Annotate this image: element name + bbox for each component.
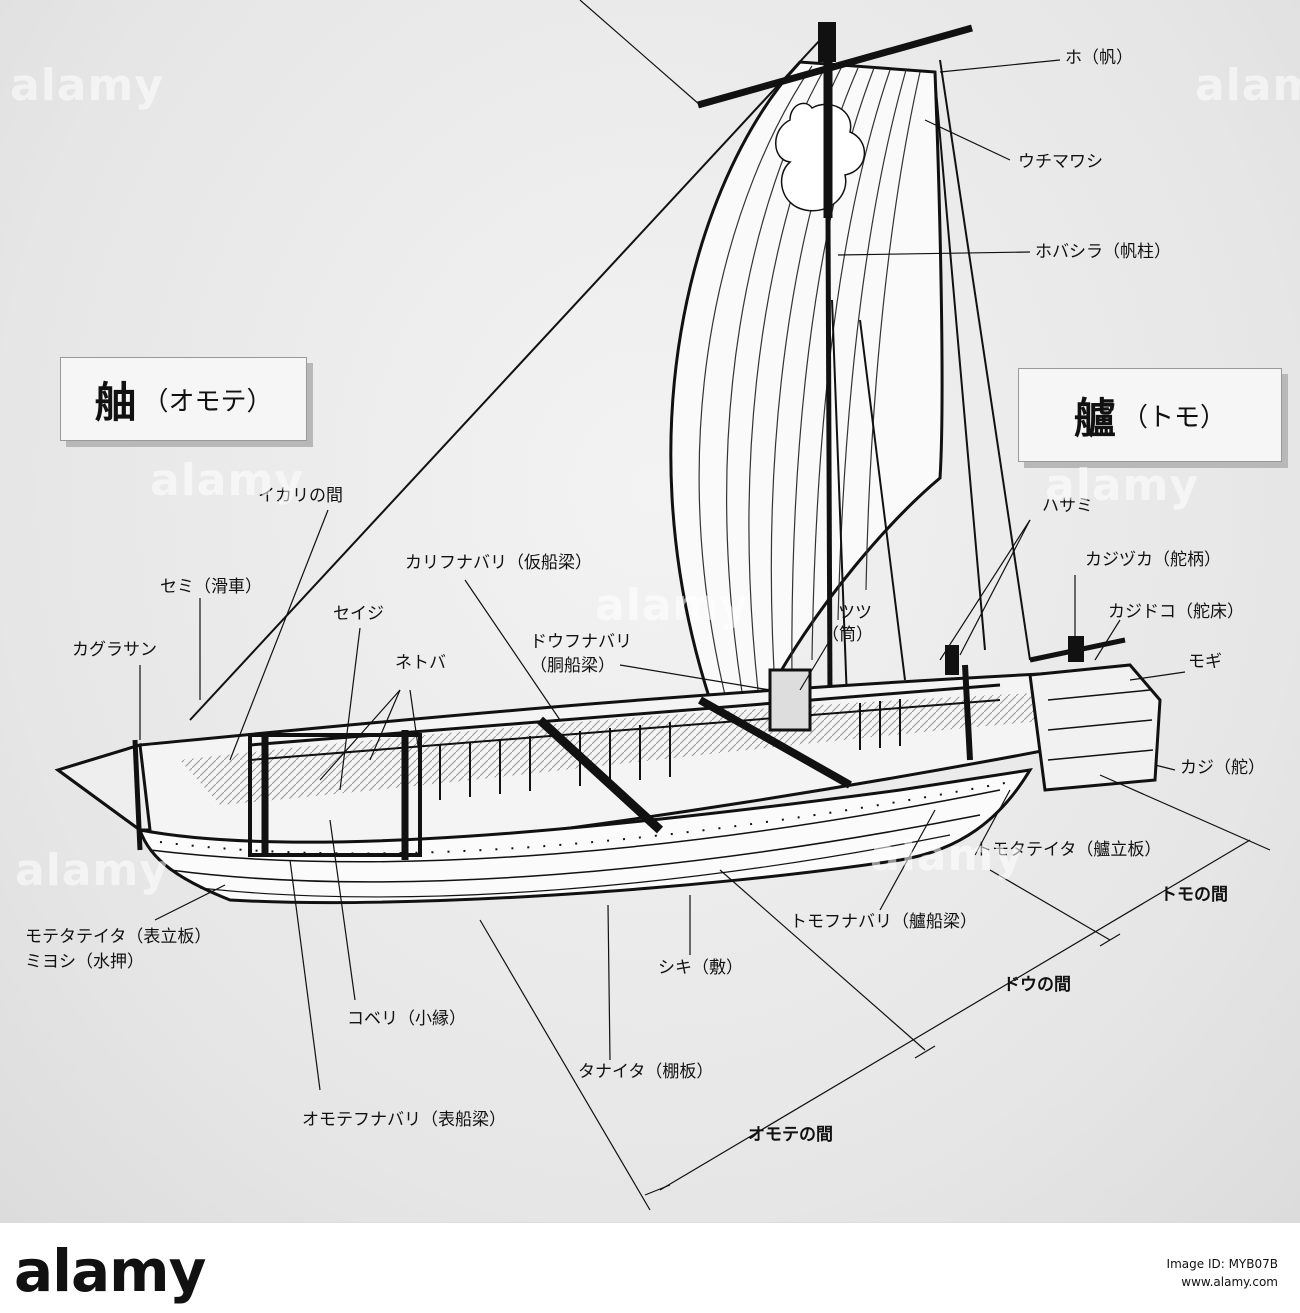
label-karifunabari: カリフナバリ（仮船梁） — [405, 553, 592, 573]
label-ikari: イカリの間 — [258, 486, 343, 506]
sail — [669, 60, 944, 702]
label-motetateita: モテタテイタ（表立板） — [25, 927, 212, 947]
stern-title: 艫 （トモ） — [1018, 368, 1282, 462]
image-id-block: Image ID: MYB07B www.alamy.com — [1058, 1255, 1278, 1291]
dim-tomo-no-ma: トモの間 — [1160, 885, 1228, 905]
label-kajidoko: カジドコ（舵床） — [1108, 602, 1244, 622]
leader-lines — [139, 0, 1271, 1211]
label-kaji: カジ（舵） — [1180, 758, 1265, 778]
watermark: alamy — [1045, 460, 1199, 511]
dim-do-no-ma: ドウの間 — [1003, 975, 1071, 995]
watermark: alamy — [15, 845, 169, 896]
watermark: alamy — [10, 60, 164, 111]
footer-bar: alamy Image ID: MYB07B www.alamy.com — [0, 1222, 1300, 1313]
bow-kana: （オモテ） — [142, 386, 273, 417]
stern-kanji: 艫 — [1073, 393, 1116, 443]
label-tanaita: タナイタ（棚板） — [578, 1062, 714, 1082]
label-tomofunabari: トモフナバリ（艫船梁） — [790, 912, 977, 932]
label-semi: セミ（滑車） — [160, 577, 262, 597]
label-ho: ホ（帆） — [1065, 48, 1133, 68]
bow-kanji: 舳 — [94, 377, 137, 427]
label-uchimawashi: ウチマワシ — [1018, 152, 1103, 172]
mast-and-yard — [697, 22, 973, 701]
label-hasami: ハサミ — [1042, 496, 1093, 516]
label-omotefunabari: オモテフナバリ（表船梁） — [302, 1110, 506, 1130]
label-mogi: モギ — [1188, 652, 1222, 672]
label-koberi: コベリ（小縁） — [347, 1009, 466, 1029]
alamy-logo: alamy — [14, 1237, 206, 1305]
label-tomotateita: トモタテイタ（艫立板） — [975, 840, 1162, 860]
label-tsutsu: ツツ — [838, 603, 872, 623]
image-id: Image ID: MYB07B — [1166, 1257, 1278, 1271]
ship-illustration — [54, 0, 1271, 1211]
label-dofunabari-kanji: （胴船梁） — [530, 656, 615, 676]
site-url: www.alamy.com — [1181, 1275, 1278, 1289]
dim-omote-no-ma: オモテの間 — [748, 1125, 833, 1145]
watermark: alamy — [1195, 60, 1300, 111]
watermark: alamy — [150, 455, 304, 506]
label-tsutsu-kanji: （筒） — [822, 625, 873, 645]
label-dofunabari: ドウフナバリ — [530, 632, 632, 652]
hull — [54, 636, 1162, 905]
watermark: alamy — [595, 580, 749, 631]
label-kagurasan: カグラサン — [72, 640, 157, 660]
label-seiji: セイジ — [333, 604, 384, 624]
bow-title: 舳 （オモテ） — [60, 357, 307, 441]
deck-structures — [248, 664, 1001, 860]
label-miyoshi: ミヨシ（水押） — [25, 952, 144, 972]
label-shiki: シキ（敷） — [658, 958, 743, 978]
rigging — [189, 39, 1031, 781]
diagram-panel: 舳 （オモテ） 艫 （トモ） ホ（帆） ウチマワシ ホバシラ（帆柱） ハサミ カ… — [0, 0, 1300, 1222]
label-kajizuka: カジヅカ（舵柄） — [1085, 550, 1221, 570]
stern-kana: （トモ） — [1122, 402, 1227, 433]
label-hobashira: ホバシラ（帆柱） — [1035, 242, 1171, 262]
label-netoba: ネトバ — [395, 653, 446, 673]
watermark: alamy — [870, 830, 1024, 881]
